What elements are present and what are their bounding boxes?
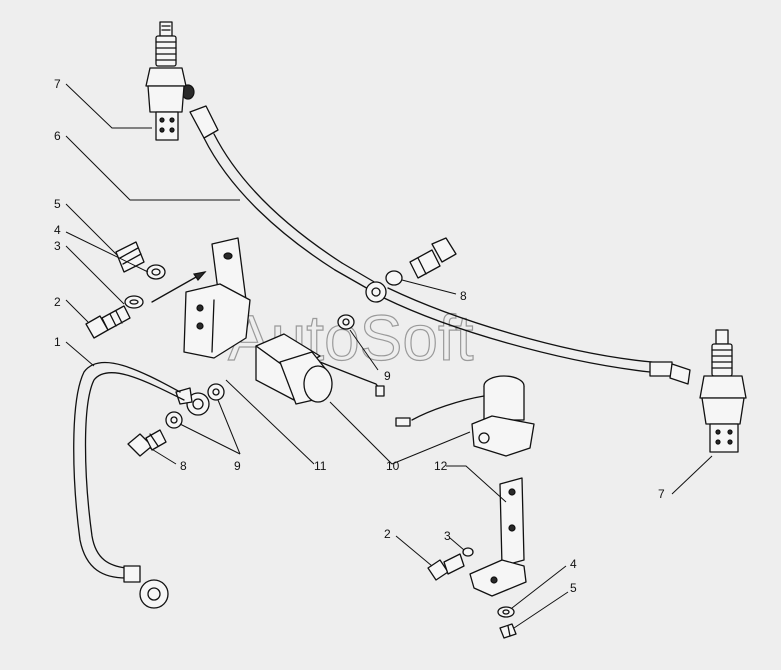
glow-plug-top <box>145 21 195 141</box>
banjo-bolt-left <box>127 429 167 457</box>
callout-5-left: 5 <box>54 197 61 211</box>
callout-3-left: 3 <box>54 239 61 253</box>
bracket-12 <box>469 477 527 597</box>
fuel-pipe-left <box>73 361 210 609</box>
leader-3b <box>449 537 465 551</box>
solenoid-valve-right <box>395 375 535 457</box>
leader-7b <box>671 455 713 495</box>
leader-2a <box>65 299 89 323</box>
callout-8-right: 8 <box>460 289 467 303</box>
leader-5a <box>65 203 119 257</box>
copper-washer-left-2-hole <box>212 388 220 396</box>
leader-5b <box>513 591 569 629</box>
leader-8a <box>149 447 177 465</box>
callout-7-top: 7 <box>54 77 61 91</box>
leader-1 <box>65 341 95 367</box>
callout-1: 1 <box>54 335 61 349</box>
callout-6: 6 <box>54 129 61 143</box>
copper-washer-left-1 <box>165 411 183 429</box>
callout-5-right: 5 <box>570 581 577 595</box>
copper-washer-center <box>337 314 355 330</box>
banjo-bolt-right <box>385 237 457 286</box>
copper-washer-center-hole <box>342 318 350 326</box>
leader-10-1 <box>329 401 393 465</box>
leader-4a <box>65 231 149 273</box>
assembly-arrow-head <box>192 271 207 281</box>
callout-4-left: 4 <box>54 223 61 237</box>
callout-12: 12 <box>434 459 448 473</box>
glow-plug-right <box>699 329 747 453</box>
callout-7-right: 7 <box>658 487 665 501</box>
union-fitting-left <box>115 241 145 273</box>
screw-right <box>499 623 517 639</box>
callout-9-center: 9 <box>384 369 391 383</box>
leader-6 <box>65 135 240 201</box>
copper-washer-left-1-hole <box>170 416 178 424</box>
bolt-left <box>85 305 131 339</box>
solenoid-valve-center <box>255 333 385 405</box>
copper-washer-left-2 <box>207 383 225 401</box>
callout-9-left: 9 <box>234 459 241 473</box>
leader-11 <box>225 379 315 465</box>
leader-7a <box>65 83 152 129</box>
washer-right-hole <box>502 609 510 615</box>
leader-9a-2 <box>217 399 241 455</box>
leader-9b <box>349 329 379 371</box>
leader-8b <box>401 279 457 295</box>
spring-washer-left-hole <box>129 299 139 305</box>
callout-8-left: 8 <box>180 459 187 473</box>
spring-washer-left <box>124 295 144 309</box>
spring-washer-right <box>462 547 474 557</box>
callout-10: 10 <box>386 459 400 473</box>
leader-12 <box>446 465 507 503</box>
fuel-pipe-top <box>189 105 691 385</box>
washer-left <box>146 264 166 280</box>
leader-2b <box>395 535 433 567</box>
washer-right <box>497 606 515 618</box>
callout-3-right: 3 <box>444 529 451 543</box>
washer-left-hole <box>151 268 161 276</box>
leader-3a <box>65 245 125 305</box>
bolt-right <box>427 553 465 581</box>
leader-10-2 <box>391 431 471 465</box>
leader-4b <box>511 565 567 609</box>
callout-2-right: 2 <box>384 527 391 541</box>
callout-11: 11 <box>314 459 327 473</box>
callout-4-right: 4 <box>570 557 577 571</box>
leader-9a-1 <box>179 423 241 455</box>
bracket-11 <box>183 237 251 359</box>
callout-2-left: 2 <box>54 295 61 309</box>
